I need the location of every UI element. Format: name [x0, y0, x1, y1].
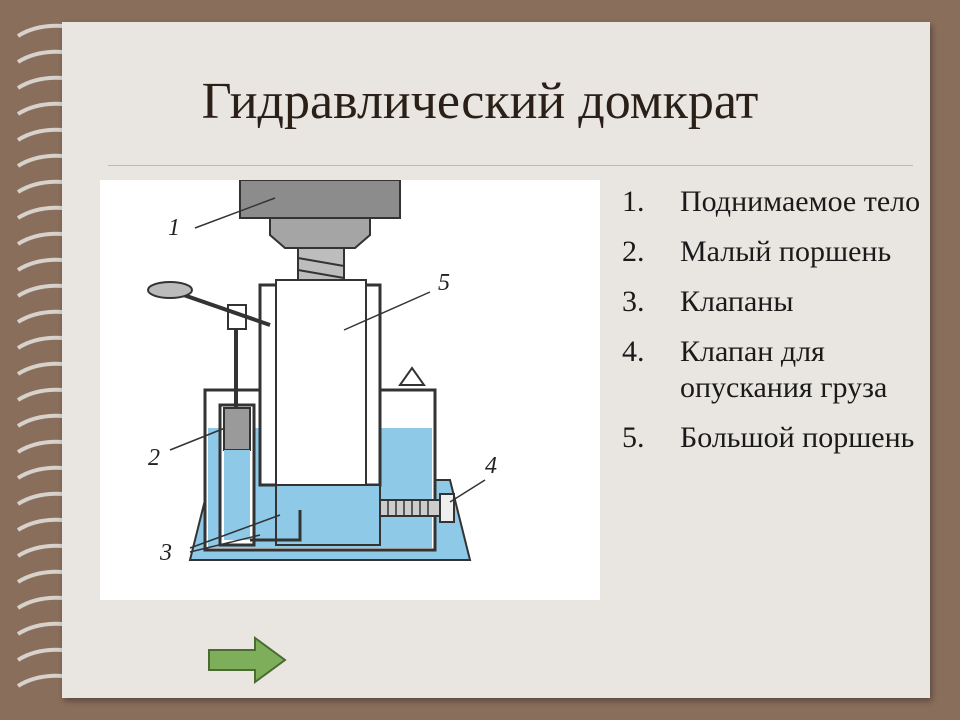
lever — [174, 290, 271, 327]
list-item: 3. Клапаны — [622, 284, 922, 320]
small-chamber-fluid — [224, 450, 250, 540]
lever-handle — [147, 281, 193, 299]
label-1: 1 — [168, 215, 180, 241]
next-slide-button[interactable] — [207, 636, 287, 684]
release-valve-threads — [387, 500, 429, 516]
tank-cap — [398, 366, 426, 386]
release-valve — [379, 499, 447, 517]
title-divider — [108, 165, 913, 166]
list-text: Большой поршень — [680, 421, 915, 454]
list-number: 2. — [622, 235, 645, 268]
pipe — [250, 510, 302, 542]
list-number: 4. — [622, 335, 645, 368]
list-item: 4. Клапан для опускания груза — [622, 334, 922, 406]
hydraulic-jack-diagram: 1 2 3 4 5 — [100, 179, 600, 600]
jack-svg: 1 2 3 4 5 — [147, 179, 497, 566]
leader-lines — [169, 197, 486, 553]
label-2: 2 — [148, 445, 160, 471]
label-4: 4 — [485, 453, 497, 479]
list-number: 3. — [622, 285, 645, 318]
large-chamber — [275, 484, 381, 546]
list-text: Клапаны — [680, 285, 794, 318]
label-3: 3 — [159, 540, 172, 566]
parts-list: 1. Поднимаемое тело 2. Малый поршень 3. Кла… — [622, 184, 922, 470]
list-number: 5. — [622, 421, 645, 454]
list-text: Поднимаемое тело — [680, 185, 921, 218]
page-title: Гидравлический домкрат — [201, 73, 759, 130]
list-item: 1. Поднимаемое тело — [622, 184, 922, 220]
list-item: 5. Большой поршень — [622, 420, 922, 456]
list-text: Малый поршень — [680, 235, 892, 268]
list-number: 1. — [622, 185, 645, 218]
list-text: Клапан для опускания груза — [680, 335, 888, 404]
release-knob — [439, 493, 455, 523]
load-body — [239, 179, 401, 219]
large-piston — [275, 279, 367, 486]
arrow-right-icon — [208, 636, 287, 684]
label-5: 5 — [438, 270, 450, 296]
load-neck — [269, 217, 371, 249]
small-piston — [223, 407, 251, 451]
list-item: 2. Малый поршень — [622, 234, 922, 270]
